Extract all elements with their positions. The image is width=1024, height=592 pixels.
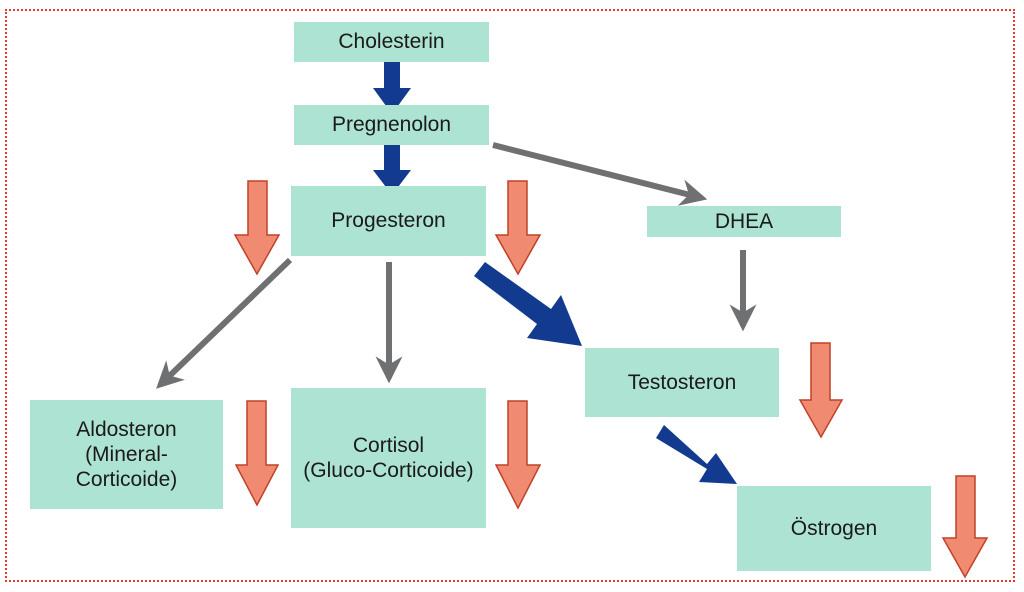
- node-progesteron: Progesteron: [291, 186, 486, 256]
- arrow-cholesterin-to-pregnenolon: [373, 62, 411, 114]
- node-pregnenolon-label: Pregnenolon: [331, 113, 452, 137]
- arrow-testosteron-to-oestrogen: [656, 425, 737, 484]
- arrow-pregnenolon-to-dhea: [492, 142, 708, 206]
- node-progesteron-label: Progesteron: [331, 209, 446, 233]
- node-oestrogen: Östrogen: [737, 486, 931, 571]
- dotted-frame: [5, 9, 1015, 582]
- decrease-arrow-cortisol: [494, 400, 542, 510]
- node-dhea: DHEA: [647, 206, 841, 237]
- decrease-arrow-progesteron-right: [494, 180, 542, 276]
- node-cortisol-line2: (Gluco-Corticoide): [303, 459, 474, 482]
- node-cortisol-line1: Cortisol: [352, 433, 425, 457]
- node-cholesterin: Cholesterin: [294, 22, 489, 62]
- node-testosteron: Testosteron: [585, 348, 779, 417]
- arrow-pregnenolon-to-progesteron: [373, 145, 411, 195]
- node-pregnenolon: Pregnenolon: [294, 105, 489, 145]
- node-dhea-label: DHEA: [714, 209, 774, 233]
- node-aldosteron: Aldosteron (Mineral- Corticoide): [30, 400, 223, 509]
- arrow-progesteron-to-aldosteron: [156, 257, 293, 389]
- decrease-arrow-aldosteron: [234, 400, 280, 507]
- node-cholesterin-label: Cholesterin: [338, 30, 445, 54]
- node-oestrogen-label: Östrogen: [790, 516, 878, 540]
- node-aldosteron-line2: (Mineral-: [85, 442, 168, 466]
- node-aldosteron-line1: Aldosteron: [76, 417, 177, 441]
- decrease-arrow-testosteron: [798, 342, 844, 439]
- node-aldosteron-line3: Corticoide): [75, 468, 178, 492]
- decrease-arrow-progesteron-left: [233, 180, 281, 276]
- node-testosteron-label: Testosteron: [627, 370, 737, 394]
- decrease-arrow-oestrogen: [941, 475, 989, 579]
- node-cortisol: Cortisol (Gluco-Corticoide): [291, 388, 486, 528]
- arrow-progesteron-to-testosteron: [474, 262, 582, 346]
